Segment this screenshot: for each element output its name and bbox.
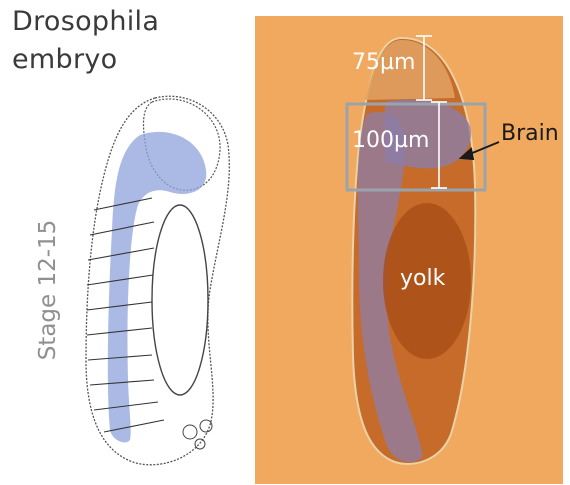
distance-75-label: 75µm bbox=[352, 50, 415, 75]
title-line-1: Drosophila bbox=[12, 6, 159, 37]
brain-label: Brain bbox=[501, 121, 559, 146]
yolk-label: yolk bbox=[400, 266, 445, 291]
yolk-opening bbox=[152, 205, 208, 395]
stage-label: Stage 12-15 bbox=[35, 220, 61, 361]
title-line-2: embryo bbox=[12, 44, 117, 75]
embryo-sketch bbox=[70, 80, 240, 475]
distance-100-label: 100µm bbox=[352, 128, 429, 153]
embryo-micrograph bbox=[255, 16, 563, 484]
